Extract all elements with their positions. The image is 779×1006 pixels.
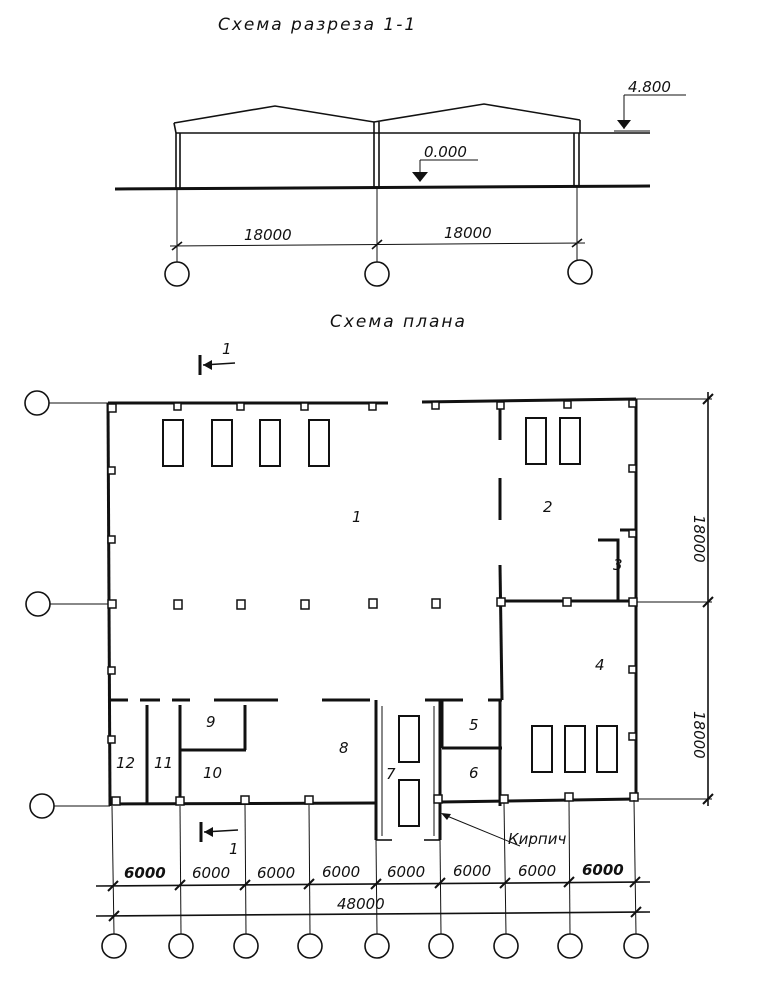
ground-line [114, 184, 651, 191]
axis-bubble [493, 933, 519, 959]
bay-dim: 6000 [257, 864, 295, 882]
plan-title: Схема плана [330, 312, 467, 332]
axis-bubble [364, 933, 390, 959]
room-number: 2 [543, 498, 553, 516]
side-dim: 18000 [690, 515, 708, 563]
room-number: 6 [469, 764, 479, 782]
svg-text:1: 1 [229, 840, 239, 858]
bay-dim: 6000 [518, 862, 556, 880]
partitions [110, 404, 636, 841]
room-number: 5 [469, 716, 479, 734]
axis-bubble [164, 261, 190, 287]
section-columns [175, 122, 580, 189]
axis-bubble [297, 933, 323, 959]
level-mark-floor: 0.000 [412, 143, 478, 182]
room-number: 1 [352, 508, 362, 526]
room-number: 10 [203, 764, 222, 782]
side-dimensions: 18000 18000 [690, 392, 714, 806]
axis-bubble [101, 933, 127, 959]
bay-dim: 6000 [124, 864, 166, 882]
bay-dim: 6000 [453, 862, 491, 880]
plan-axis-bubbles-bottom [101, 933, 649, 959]
bay-dim: 6000 [322, 863, 360, 881]
bay-dim: 6000 [387, 863, 425, 881]
room-number: 4 [595, 656, 605, 674]
room-number: 8 [339, 739, 349, 757]
plan-axes-horizontal [24, 390, 712, 819]
room-labels: 1 2 3 4 5 6 7 8 9 10 11 12 [116, 498, 623, 783]
bay-dim: 6000 [582, 861, 624, 879]
brick-callout: Кирпич [441, 813, 566, 848]
equipment [162, 417, 618, 827]
level-top-label: 4.800 [628, 78, 671, 96]
total-width-dim: 48000 [337, 895, 385, 913]
section-cut-bottom: 1 [199, 822, 239, 858]
side-dim: 18000 [690, 711, 708, 759]
room-number: 7 [386, 765, 396, 783]
axis-bubble [364, 261, 390, 287]
axis-bubble [233, 933, 259, 959]
bay-dim: 6000 [192, 864, 230, 882]
axis-bubble [567, 259, 593, 285]
axis-bubble [24, 390, 50, 416]
section-span-2: 18000 [444, 224, 492, 242]
columns [107, 399, 639, 806]
room-number: 9 [206, 713, 216, 731]
room-number: 3 [613, 556, 623, 574]
level-floor-label: 0.000 [424, 143, 467, 161]
brick-label: Кирпич [508, 830, 566, 848]
roof-profile [173, 103, 581, 124]
axis-bubble [25, 591, 51, 617]
room-number: 11 [154, 754, 173, 772]
level-mark-top: 4.800 [614, 78, 686, 132]
section-span-1: 18000 [244, 226, 292, 244]
axis-bubble [168, 933, 194, 959]
svg-text:1: 1 [222, 340, 232, 358]
axis-bubble [29, 793, 55, 819]
section-cut-top: 1 [198, 340, 236, 375]
axis-bubble [428, 933, 454, 959]
axis-bubble [557, 933, 583, 959]
plan-drawing: Схема плана [24, 312, 714, 959]
room-number: 12 [116, 754, 135, 772]
section-drawing: Схема разреза 1-1 18000 18000 [114, 15, 686, 287]
bottom-dimensions: 6000 6000 6000 6000 6000 6000 6000 6000 … [95, 861, 651, 922]
axis-bubble [623, 933, 649, 959]
section-title: Схема разреза 1-1 [218, 15, 417, 35]
